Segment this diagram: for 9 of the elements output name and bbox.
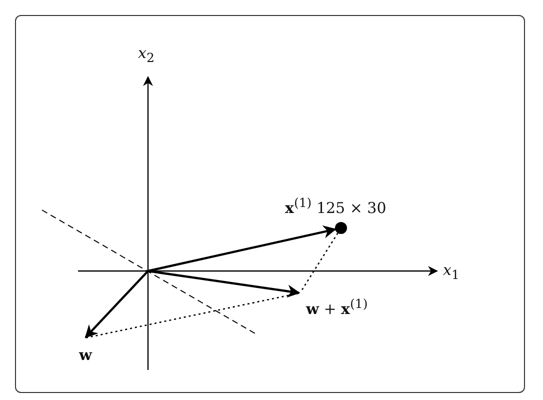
axis-label: x$_{1}$ [443,261,460,284]
vector-label: w + x$^{(1)}$ [306,295,368,318]
vector-arrow [148,270,300,298]
dotted-line [86,292,300,338]
vector-label: x$^{(1)}$ 125 × 30 [285,194,386,217]
vector-label: w [79,346,92,364]
vector-arrow [84,270,149,338]
dotted-line [300,232,338,292]
axis-label: x$_{2}$ [138,44,154,67]
